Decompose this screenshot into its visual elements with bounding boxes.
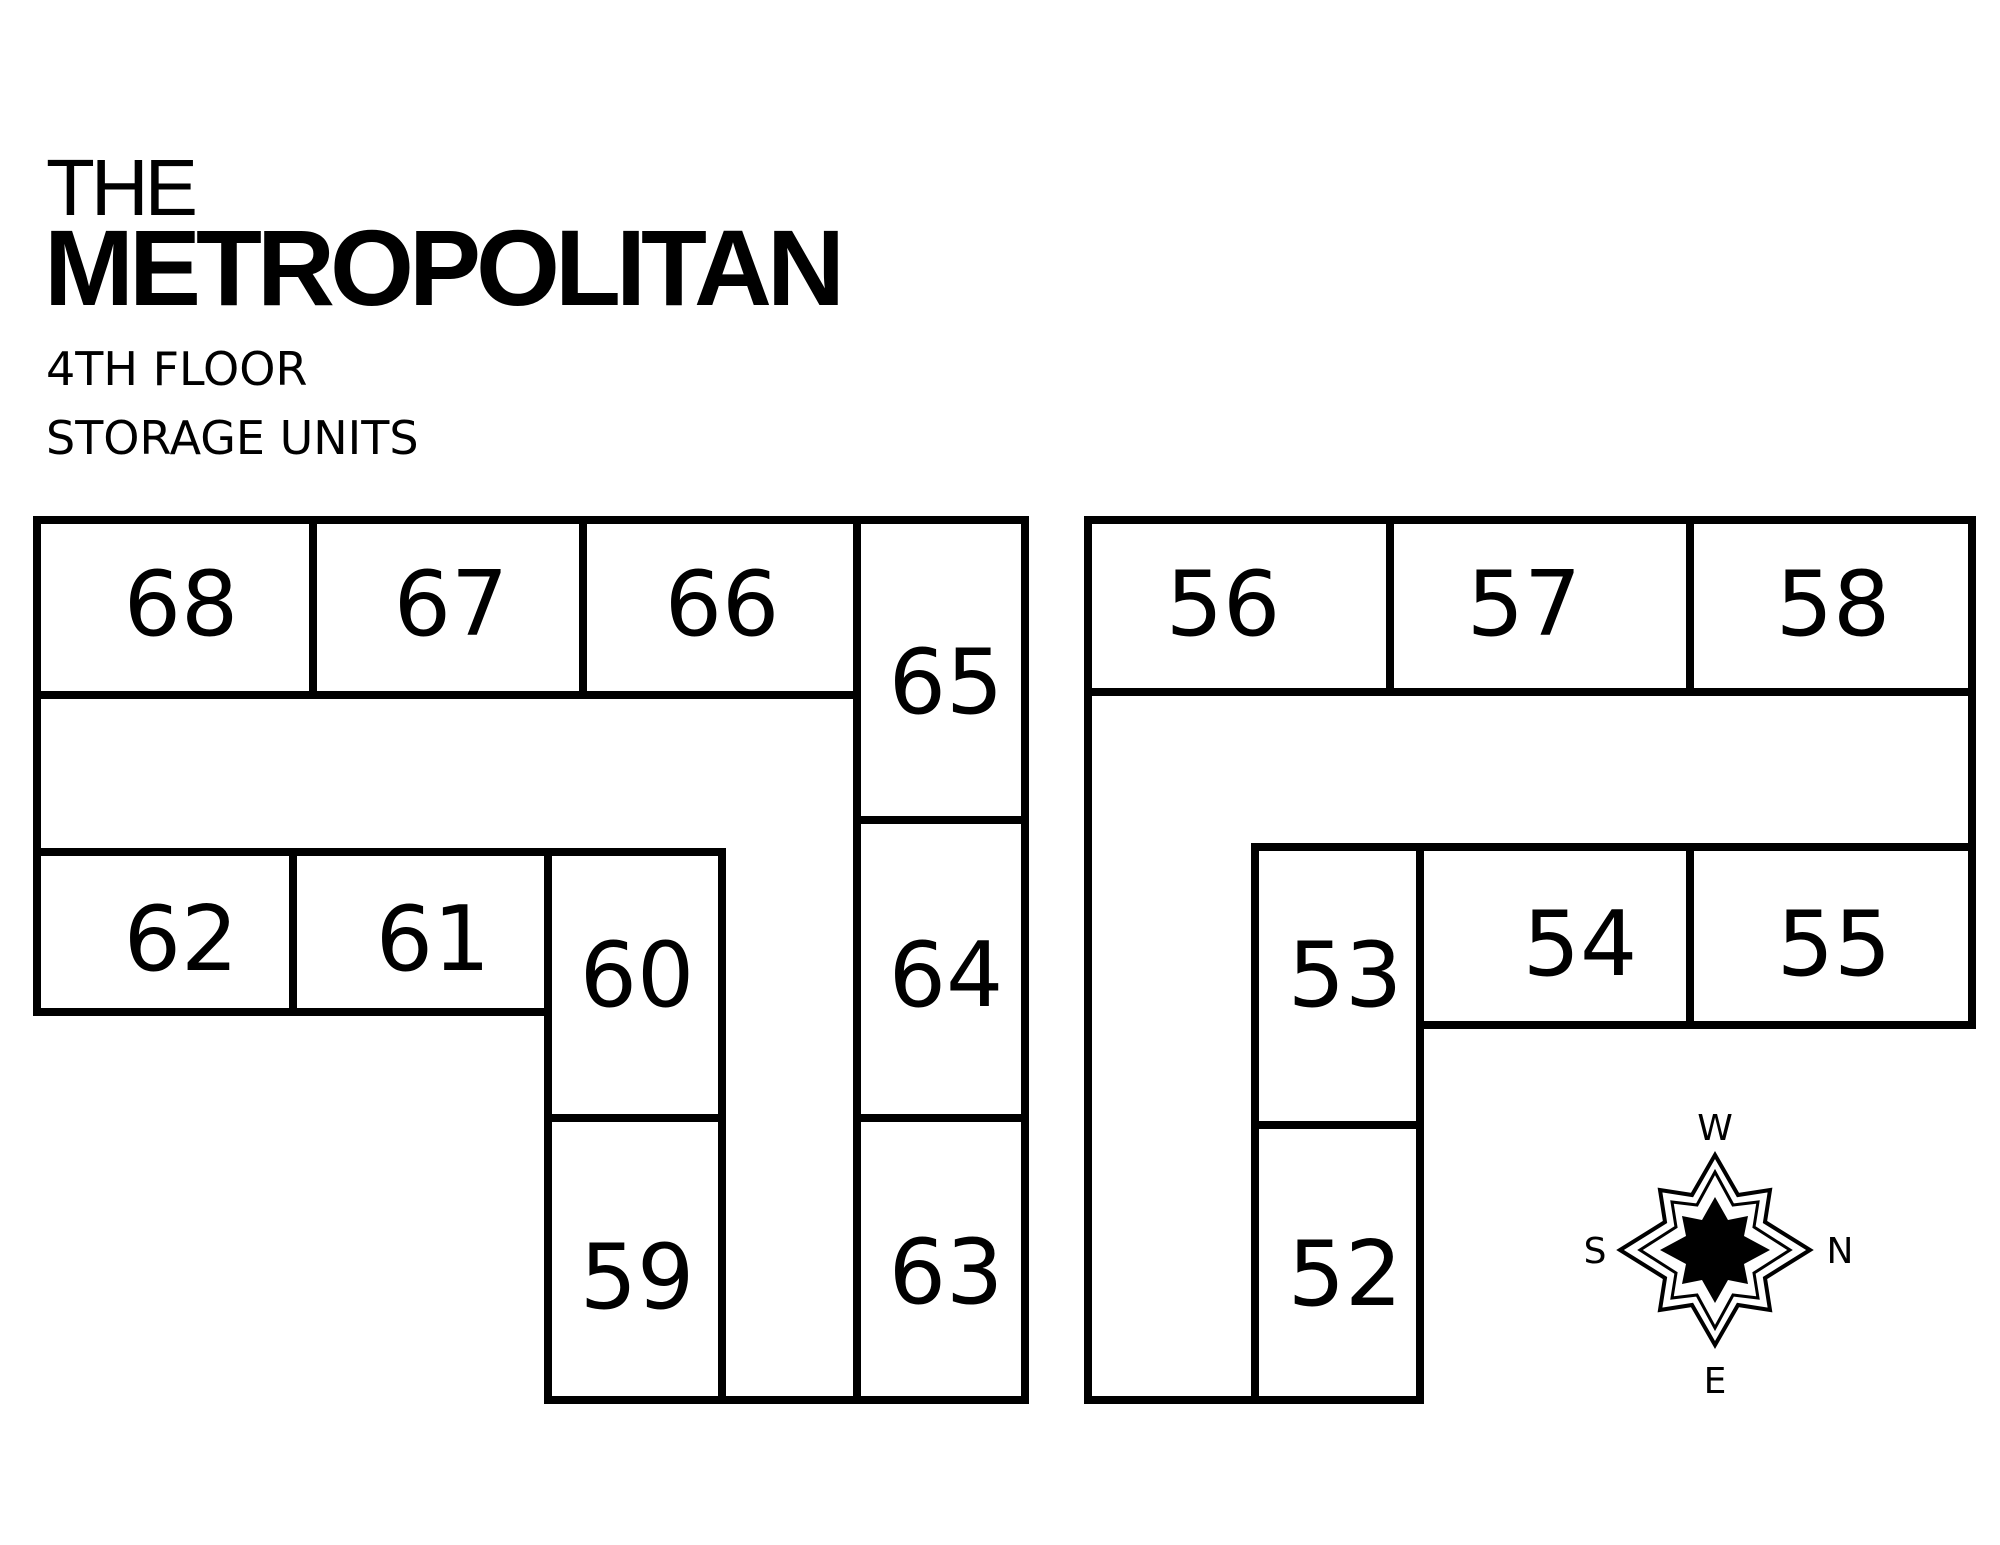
unit-64: 64 — [889, 923, 1004, 1028]
unit-65: 65 — [889, 630, 1004, 735]
compass-label-bottom: E — [1704, 1361, 1727, 1402]
right-block-walls — [1084, 516, 1976, 1404]
unit-68: 68 — [124, 552, 239, 657]
unit-66: 66 — [665, 552, 780, 657]
unit-60: 60 — [580, 923, 695, 1028]
compass-label-left: S — [1584, 1231, 1607, 1272]
unit-53: 53 — [1288, 923, 1403, 1028]
unit-55: 55 — [1777, 892, 1892, 997]
subtitle-floor: 4TH FLOOR — [46, 342, 308, 396]
unit-61: 61 — [376, 887, 491, 992]
unit-52: 52 — [1288, 1222, 1403, 1327]
subtitle-storage-units: STORAGE UNITS — [46, 411, 419, 465]
unit-56: 56 — [1166, 552, 1281, 657]
title-the: THE — [46, 143, 198, 232]
unit-54: 54 — [1523, 892, 1638, 997]
compass-rose-icon — [1616, 1150, 1814, 1350]
unit-57: 57 — [1467, 552, 1582, 657]
unit-58: 58 — [1776, 552, 1891, 657]
title-metropolitan: METROPOLITAN — [44, 207, 845, 328]
unit-63: 63 — [889, 1220, 1004, 1325]
unit-67: 67 — [394, 552, 509, 657]
left-block-walls — [33, 516, 1029, 1404]
unit-59: 59 — [580, 1225, 695, 1330]
compass-label-right: N — [1827, 1231, 1854, 1272]
compass-label-top: W — [1697, 1108, 1733, 1149]
unit-62: 62 — [124, 887, 239, 992]
